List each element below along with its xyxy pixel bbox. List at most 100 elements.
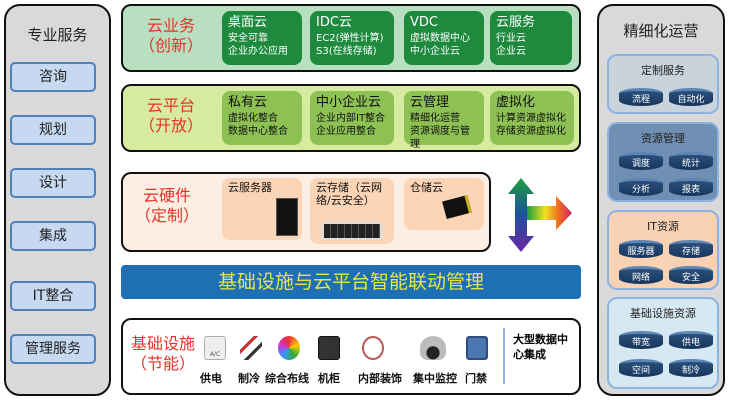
- private-cloud-box[interactable]: 私有云虚拟化整合数据中心整合: [222, 91, 302, 145]
- item-cylinder[interactable]: 调度: [619, 152, 663, 170]
- infrastructure-row: 基础设施（节能） 大型数据中心集成: [121, 318, 581, 395]
- box-line: 安全可靠: [228, 33, 268, 44]
- box-title: 云服务: [496, 15, 536, 30]
- box-title: 云管理: [410, 95, 450, 110]
- camera-icon: [420, 336, 446, 360]
- panel-title: 精细化运营: [623, 22, 699, 40]
- box-line: 精细化运营: [410, 113, 460, 124]
- item-cylinder[interactable]: 空间: [619, 359, 663, 377]
- label-line: 云业务: [146, 16, 195, 35]
- item-cylinder[interactable]: 安全: [669, 266, 713, 284]
- item-cabling: 综合布线: [265, 372, 309, 385]
- cabinet-icon: [318, 336, 340, 360]
- box-title: IDC云: [316, 15, 352, 30]
- item-decoration: 内部装饰: [358, 372, 402, 385]
- label-line: （定制）: [134, 206, 199, 225]
- storage-array-icon: [322, 222, 382, 240]
- box-line: 中小企业云: [410, 46, 460, 57]
- item-cylinder[interactable]: 分析: [619, 178, 663, 196]
- decoration-icon: [362, 336, 384, 360]
- box-title: 虚拟化: [496, 95, 536, 110]
- item-cylinder[interactable]: 自动化: [669, 88, 713, 106]
- box-title: 桌面云: [228, 15, 268, 30]
- item-cylinder[interactable]: 制冷: [669, 359, 713, 377]
- group-it-resources: IT资源 服务器 存储 网络 安全: [607, 210, 719, 290]
- service-consulting[interactable]: 咨询: [10, 62, 96, 92]
- rainbow-arrow-icon: [508, 178, 572, 252]
- box-line: 数据中心整合: [228, 126, 288, 137]
- box-line: 企业办公应用: [228, 46, 288, 57]
- item-cylinder[interactable]: 带宽: [619, 331, 663, 349]
- label-line: 云平台: [146, 96, 195, 115]
- box-line: 企业云: [496, 46, 526, 57]
- box-line: S3(在线存储): [316, 46, 377, 57]
- summary-text: 大型数据中心集成: [513, 333, 568, 361]
- label-line: （开放）: [138, 116, 203, 135]
- group-title: 定制服务: [641, 64, 685, 77]
- box-line: 企业内部IT整合: [316, 113, 386, 124]
- group-resource-management: 资源管理 调度 统计 分析 报表: [607, 122, 719, 202]
- divider: [503, 328, 505, 384]
- box-title: 中小企业云: [316, 95, 382, 110]
- item-cylinder[interactable]: 存储: [669, 240, 713, 258]
- box-line: 行业云: [496, 33, 526, 44]
- item-cylinder[interactable]: 统计: [669, 152, 713, 170]
- idc-cloud-box[interactable]: IDC云 EC2(弹性计算) S3(在线存储): [310, 11, 394, 65]
- item-cooling: 制冷: [238, 372, 260, 385]
- box-title: 仓储云: [410, 181, 443, 194]
- box-title: VDC: [410, 15, 438, 30]
- group-title: 资源管理: [641, 132, 685, 145]
- server-rack-icon: [276, 198, 298, 236]
- group-custom-service: 定制服务 流程 自动化: [607, 54, 719, 114]
- box-line: 计算资源虚拟化: [496, 113, 566, 124]
- row-label: 云平台（开放）: [131, 96, 211, 136]
- item-cylinder[interactable]: 网络: [619, 266, 663, 284]
- sme-cloud-box[interactable]: 中小企业云企业内部IT整合企业应用整合: [310, 91, 394, 145]
- service-planning[interactable]: 规划: [10, 115, 96, 145]
- box-line: 虚拟化整合: [228, 113, 278, 124]
- service-it-integration[interactable]: IT整合: [10, 281, 96, 311]
- box-line: 企业应用整合: [316, 126, 376, 137]
- management-bar: 基础设施与云平台智能联动管理: [121, 265, 581, 299]
- desktop-cloud-box[interactable]: 桌面云安全可靠企业办公应用: [222, 11, 302, 65]
- item-cabinet: 机柜: [318, 372, 340, 385]
- operations-panel: 精细化运营 定制服务 流程 自动化 资源管理 调度 统计 分析 报表 IT资源 …: [597, 4, 725, 396]
- box-line: EC2(弹性计算): [316, 33, 384, 44]
- item-cylinder[interactable]: 服务器: [619, 240, 663, 258]
- vdc-box[interactable]: VDC 虚拟数据中心中小企业云: [404, 11, 484, 65]
- cooling-icon: [240, 336, 262, 360]
- appliance-icon: [442, 194, 472, 220]
- row-label: 基础设施（节能）: [123, 334, 203, 374]
- service-design[interactable]: 设计: [10, 168, 96, 198]
- cloud-server-box[interactable]: 云服务器: [222, 178, 302, 240]
- item-access-control: 门禁: [465, 372, 487, 385]
- air-conditioner-icon: A/C: [204, 336, 226, 360]
- item-cylinder[interactable]: 供电: [669, 331, 713, 349]
- group-infrastructure-resources: 基础设施资源 带宽 供电 空间 制冷: [607, 297, 719, 389]
- group-title: IT资源: [647, 220, 679, 233]
- cabling-icon: [278, 336, 300, 360]
- row-label: 云业务（创新）: [131, 16, 211, 56]
- label-line: （创新）: [138, 36, 203, 55]
- item-cylinder[interactable]: 流程: [619, 88, 663, 106]
- service-integration[interactable]: 集成: [10, 221, 96, 251]
- item-power: 供电: [200, 372, 222, 385]
- panel-title: 专业服务: [27, 26, 88, 44]
- warehouse-cloud-box[interactable]: 仓储云: [404, 178, 484, 230]
- box-title: 云服务器: [228, 181, 272, 194]
- box-line: 资源调度与管理: [410, 126, 470, 150]
- cloud-management-box[interactable]: 云管理精细化运营资源调度与管理: [404, 91, 484, 150]
- service-management[interactable]: 管理服务: [10, 334, 96, 364]
- item-cylinder[interactable]: 报表: [669, 178, 713, 196]
- label-line: 基础设施: [130, 334, 195, 353]
- cloud-storage-box[interactable]: 云存储（云网络/云安全）: [310, 178, 394, 244]
- box-line: 存储资源虚拟化: [496, 126, 566, 137]
- cloud-service-box[interactable]: 云服务行业云企业云: [490, 11, 572, 65]
- label-line: 云硬件: [142, 186, 191, 205]
- virtualization-box[interactable]: 虚拟化计算资源虚拟化存储资源虚拟化: [490, 91, 574, 145]
- box-title: 私有云: [228, 95, 268, 110]
- access-control-icon: [466, 336, 488, 360]
- box-line: 虚拟数据中心: [410, 33, 470, 44]
- row-label: 云硬件（定制）: [127, 186, 207, 226]
- group-title: 基础设施资源: [630, 307, 696, 320]
